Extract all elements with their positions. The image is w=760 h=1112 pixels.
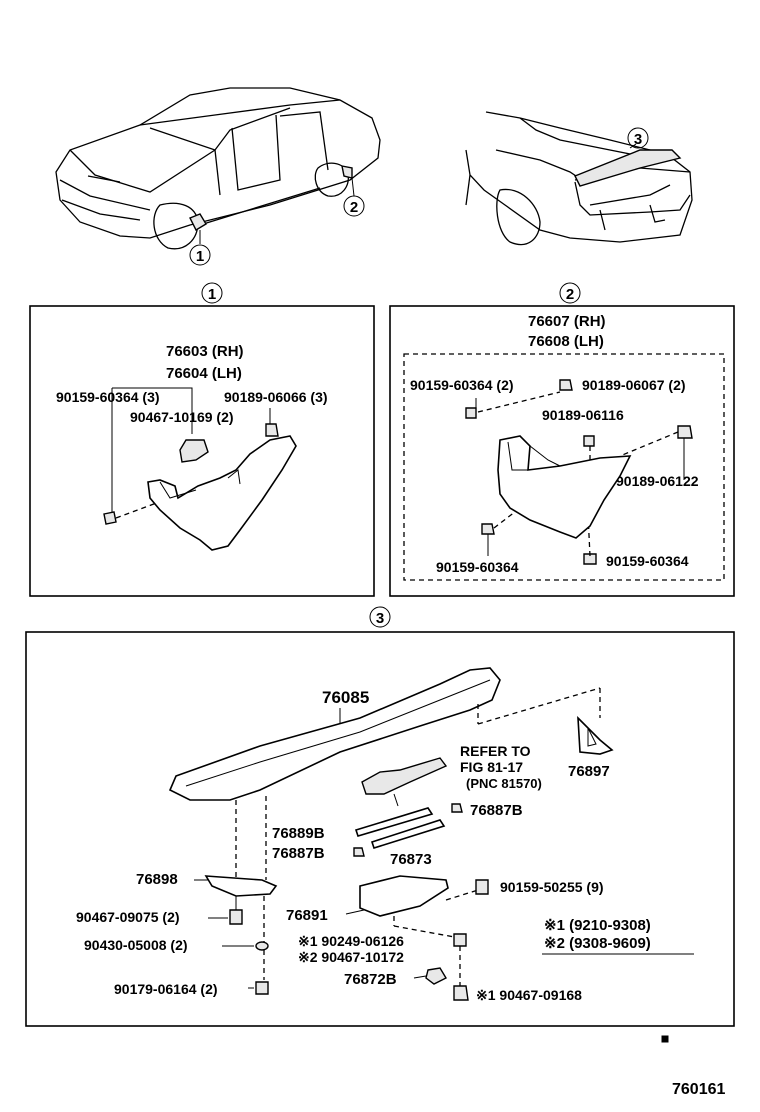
part-76887b-a: 76887B bbox=[470, 802, 523, 819]
clip-90189-06116 bbox=[583, 435, 595, 447]
clip-90467-09168 bbox=[453, 985, 469, 1001]
part-76607: 76607 (RH) bbox=[528, 313, 606, 330]
part-90467-09168: ※1 90467-09168 bbox=[476, 987, 582, 1003]
panel-3-callout-text: 3 bbox=[376, 610, 384, 627]
nut-90179-06164 bbox=[255, 981, 269, 995]
stop-lamp-assy bbox=[361, 757, 448, 795]
panel-1-callout bbox=[201, 282, 223, 304]
panel-2-callout-text: 2 bbox=[566, 286, 574, 303]
part-76897-shape bbox=[577, 715, 614, 755]
clip-90189-06122 bbox=[677, 425, 693, 439]
part-90189-06116: 90189-06116 bbox=[542, 407, 624, 423]
clip-90189-06067 bbox=[559, 379, 573, 391]
part-76603: 76603 (RH) bbox=[166, 343, 244, 360]
figure-id: 760161 bbox=[672, 1081, 725, 1098]
part-76604: 76604 (LH) bbox=[166, 365, 242, 382]
rear-car-illustration: 3 bbox=[465, 111, 693, 246]
panel-1-frame bbox=[29, 305, 375, 597]
part-76889b-shape bbox=[354, 807, 434, 837]
callout-2-car bbox=[343, 195, 365, 217]
part-90189-06122: 90189-06122 bbox=[616, 473, 699, 489]
screw-90159-60364-p1 bbox=[103, 511, 117, 525]
callout-1-car bbox=[189, 244, 211, 266]
refer-line-3: (PNC 81570) bbox=[466, 776, 542, 791]
part-76873: 76873 bbox=[390, 851, 432, 868]
screw-90159-60364-a bbox=[465, 407, 477, 419]
screw-90159-60364-c bbox=[583, 553, 597, 565]
washer-90430-05008 bbox=[255, 941, 269, 951]
part-76897: 76897 bbox=[568, 763, 610, 780]
part-90159-60364-b: 90159-60364 bbox=[436, 559, 519, 575]
panel-2-rear-mudguard: 2 76607 (RH) 76608 (LH) 90159-60364 (2) … bbox=[389, 282, 735, 597]
panel-1-front-mudguard: 1 76603 (RH) 76604 (LH) 90159-60364 (3) … bbox=[29, 282, 375, 597]
part-76873-shape bbox=[370, 819, 446, 849]
spoiler-76085 bbox=[168, 667, 501, 801]
part-90159-60364-p1: 90159-60364 (3) bbox=[56, 389, 160, 405]
part-90189-06067: 90189-06067 (2) bbox=[582, 377, 686, 393]
panel-2-dashed-frame bbox=[403, 353, 725, 581]
part-76887b-b-shape bbox=[353, 847, 365, 857]
panel-2-frame bbox=[389, 305, 735, 597]
refer-line-2: FIG 81-17 bbox=[460, 759, 523, 775]
rear-spoiler-mark bbox=[574, 149, 682, 187]
rear-mudguard-mark bbox=[341, 165, 353, 179]
bracket-76891 bbox=[359, 875, 449, 917]
part-90467-09075: 90467-09075 (2) bbox=[76, 909, 180, 925]
bolt-90159-50255 bbox=[475, 879, 489, 895]
panel-3-callout bbox=[369, 606, 391, 628]
note-1: ※1 (9210-9308) bbox=[544, 917, 651, 934]
callout-1-car-text: 1 bbox=[196, 248, 204, 265]
front-mudguard-mark bbox=[189, 213, 207, 231]
panel-1-callout-text: 1 bbox=[208, 286, 216, 303]
clip-90467-10169 bbox=[179, 439, 209, 463]
front-mudguard-part bbox=[147, 435, 297, 551]
part-90430-05008: 90430-05008 (2) bbox=[84, 937, 188, 953]
part-76887b-a-shape bbox=[451, 803, 463, 813]
panel-3-frame bbox=[25, 631, 735, 1027]
part-90467-10169: 90467-10169 (2) bbox=[130, 409, 234, 425]
callout-3-car-text: 3 bbox=[634, 131, 642, 148]
part-90159-60364-2: 90159-60364 (2) bbox=[410, 377, 514, 393]
clip-90189-06066 bbox=[265, 423, 279, 437]
callout-2-car-text: 2 bbox=[350, 199, 358, 216]
front-car-illustration: 1 2 bbox=[55, 87, 381, 266]
part-90159-50255: 90159-50255 (9) bbox=[500, 879, 604, 895]
part-90189-06066: 90189-06066 (3) bbox=[224, 389, 328, 405]
part-90467-10172: ※2 90467-10172 bbox=[298, 949, 404, 965]
part-76887b-b: 76887B bbox=[272, 845, 325, 862]
panel-2-callout bbox=[559, 282, 581, 304]
bracket-76898 bbox=[204, 875, 278, 897]
rear-mudguard-part bbox=[497, 435, 632, 539]
screw-90159-60364-b bbox=[481, 523, 495, 535]
part-76872b-shape bbox=[425, 967, 447, 985]
nut-90467-09075 bbox=[229, 909, 243, 925]
part-90159-60364-c: 90159-60364 bbox=[606, 553, 689, 569]
callout-3-car bbox=[627, 127, 649, 149]
part-76085: 76085 bbox=[322, 688, 369, 707]
refer-line-1: REFER TO bbox=[460, 743, 531, 759]
part-76898: 76898 bbox=[136, 871, 178, 888]
clip-90249-06126 bbox=[453, 933, 467, 947]
panel-3-rear-spoiler: 3 76085 76897 REFER TO FIG 81-17 (PNC 81… bbox=[25, 606, 735, 1027]
corner-mark bbox=[661, 1035, 669, 1043]
part-76891: 76891 bbox=[286, 907, 328, 924]
part-76608: 76608 (LH) bbox=[528, 333, 604, 350]
note-2: ※2 (9308-9609) bbox=[544, 935, 651, 952]
part-76872b: 76872B bbox=[344, 971, 397, 988]
part-90249-06126: ※1 90249-06126 bbox=[298, 933, 404, 949]
part-90179-06164: 90179-06164 (2) bbox=[114, 981, 218, 997]
part-76889b: 76889B bbox=[272, 825, 325, 842]
